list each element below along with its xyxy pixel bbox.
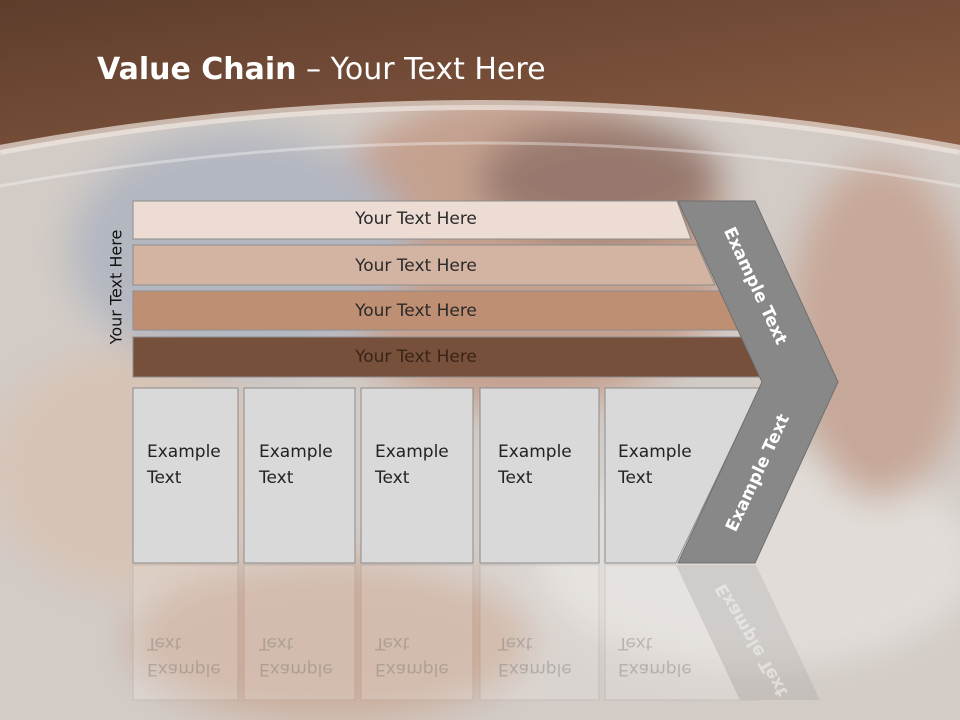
box-1 — [132, 387, 239, 564]
box-5-line2: Text — [618, 468, 653, 488]
bar-3-label: Your Text Here — [355, 301, 477, 321]
slide-title: Value Chain – Your Text Here — [97, 52, 546, 87]
box-4-reflection-text: Example Text — [498, 630, 588, 682]
box-3-line1: Example — [375, 442, 449, 462]
box-reflection-5 — [604, 564, 761, 701]
box-reflection-3 — [360, 564, 474, 701]
box-1-refl-line1: Example — [147, 659, 221, 679]
bar-1 — [132, 200, 692, 240]
bar-2-label: Your Text Here — [355, 256, 477, 276]
chevron-reflection — [676, 565, 820, 700]
box-reflection-4 — [479, 564, 600, 701]
box-1-line1: Example — [147, 442, 221, 462]
box-1-refl-line2: Text — [147, 633, 182, 653]
box-4-line1: Example — [498, 442, 572, 462]
box-4-refl-line2: Text — [498, 633, 533, 653]
bar-4-label: Your Text Here — [355, 347, 477, 367]
title-rest: – Your Text Here — [296, 52, 546, 87]
box-1-reflection-text: Example Text — [147, 630, 237, 682]
chevron-arrow — [677, 200, 839, 564]
box-5-refl-line1: Example — [618, 659, 692, 679]
box-2-refl-line1: Example — [259, 659, 333, 679]
box-5-line1: Example — [618, 442, 692, 462]
reflection-group — [132, 564, 820, 701]
box-2-line2: Text — [259, 468, 294, 488]
box-reflection-2 — [243, 564, 356, 701]
box-2-reflection-text: Example Text — [259, 630, 349, 682]
box-reflection-1 — [132, 564, 239, 701]
box-3-reflection-text: Example Text — [375, 630, 465, 682]
bar-1-label: Your Text Here — [355, 209, 477, 229]
box-5-refl-line2: Text — [618, 633, 653, 653]
box-1-line2: Text — [147, 468, 182, 488]
title-bold: Value Chain — [97, 52, 297, 87]
box-5 — [604, 387, 761, 564]
box-2 — [243, 387, 356, 564]
box-3-refl-line1: Example — [375, 659, 449, 679]
box-4 — [479, 387, 600, 564]
box-2-refl-line2: Text — [259, 633, 294, 653]
bar-2 — [132, 244, 716, 286]
box-3 — [360, 387, 474, 564]
box-3-refl-line2: Text — [375, 633, 410, 653]
box-3-line2: Text — [375, 468, 410, 488]
box-2-line1: Example — [259, 442, 333, 462]
box-4-line2: Text — [498, 468, 533, 488]
box-4-refl-line1: Example — [498, 659, 572, 679]
box-5-reflection-text: Example Text — [618, 630, 708, 682]
